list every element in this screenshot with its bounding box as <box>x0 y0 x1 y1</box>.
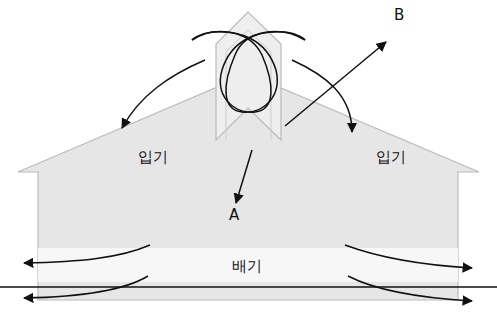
intake-label: 입기 <box>138 150 168 165</box>
intake-label: 입기 <box>376 150 406 165</box>
airflow-arrows <box>24 32 472 301</box>
exhaust-band <box>38 248 458 282</box>
vent-inner <box>226 30 271 140</box>
callout-letter: A <box>229 208 239 223</box>
exhaust-label: 배기 <box>232 259 262 274</box>
ground-line <box>0 286 497 288</box>
callout-letter: B <box>394 8 404 23</box>
